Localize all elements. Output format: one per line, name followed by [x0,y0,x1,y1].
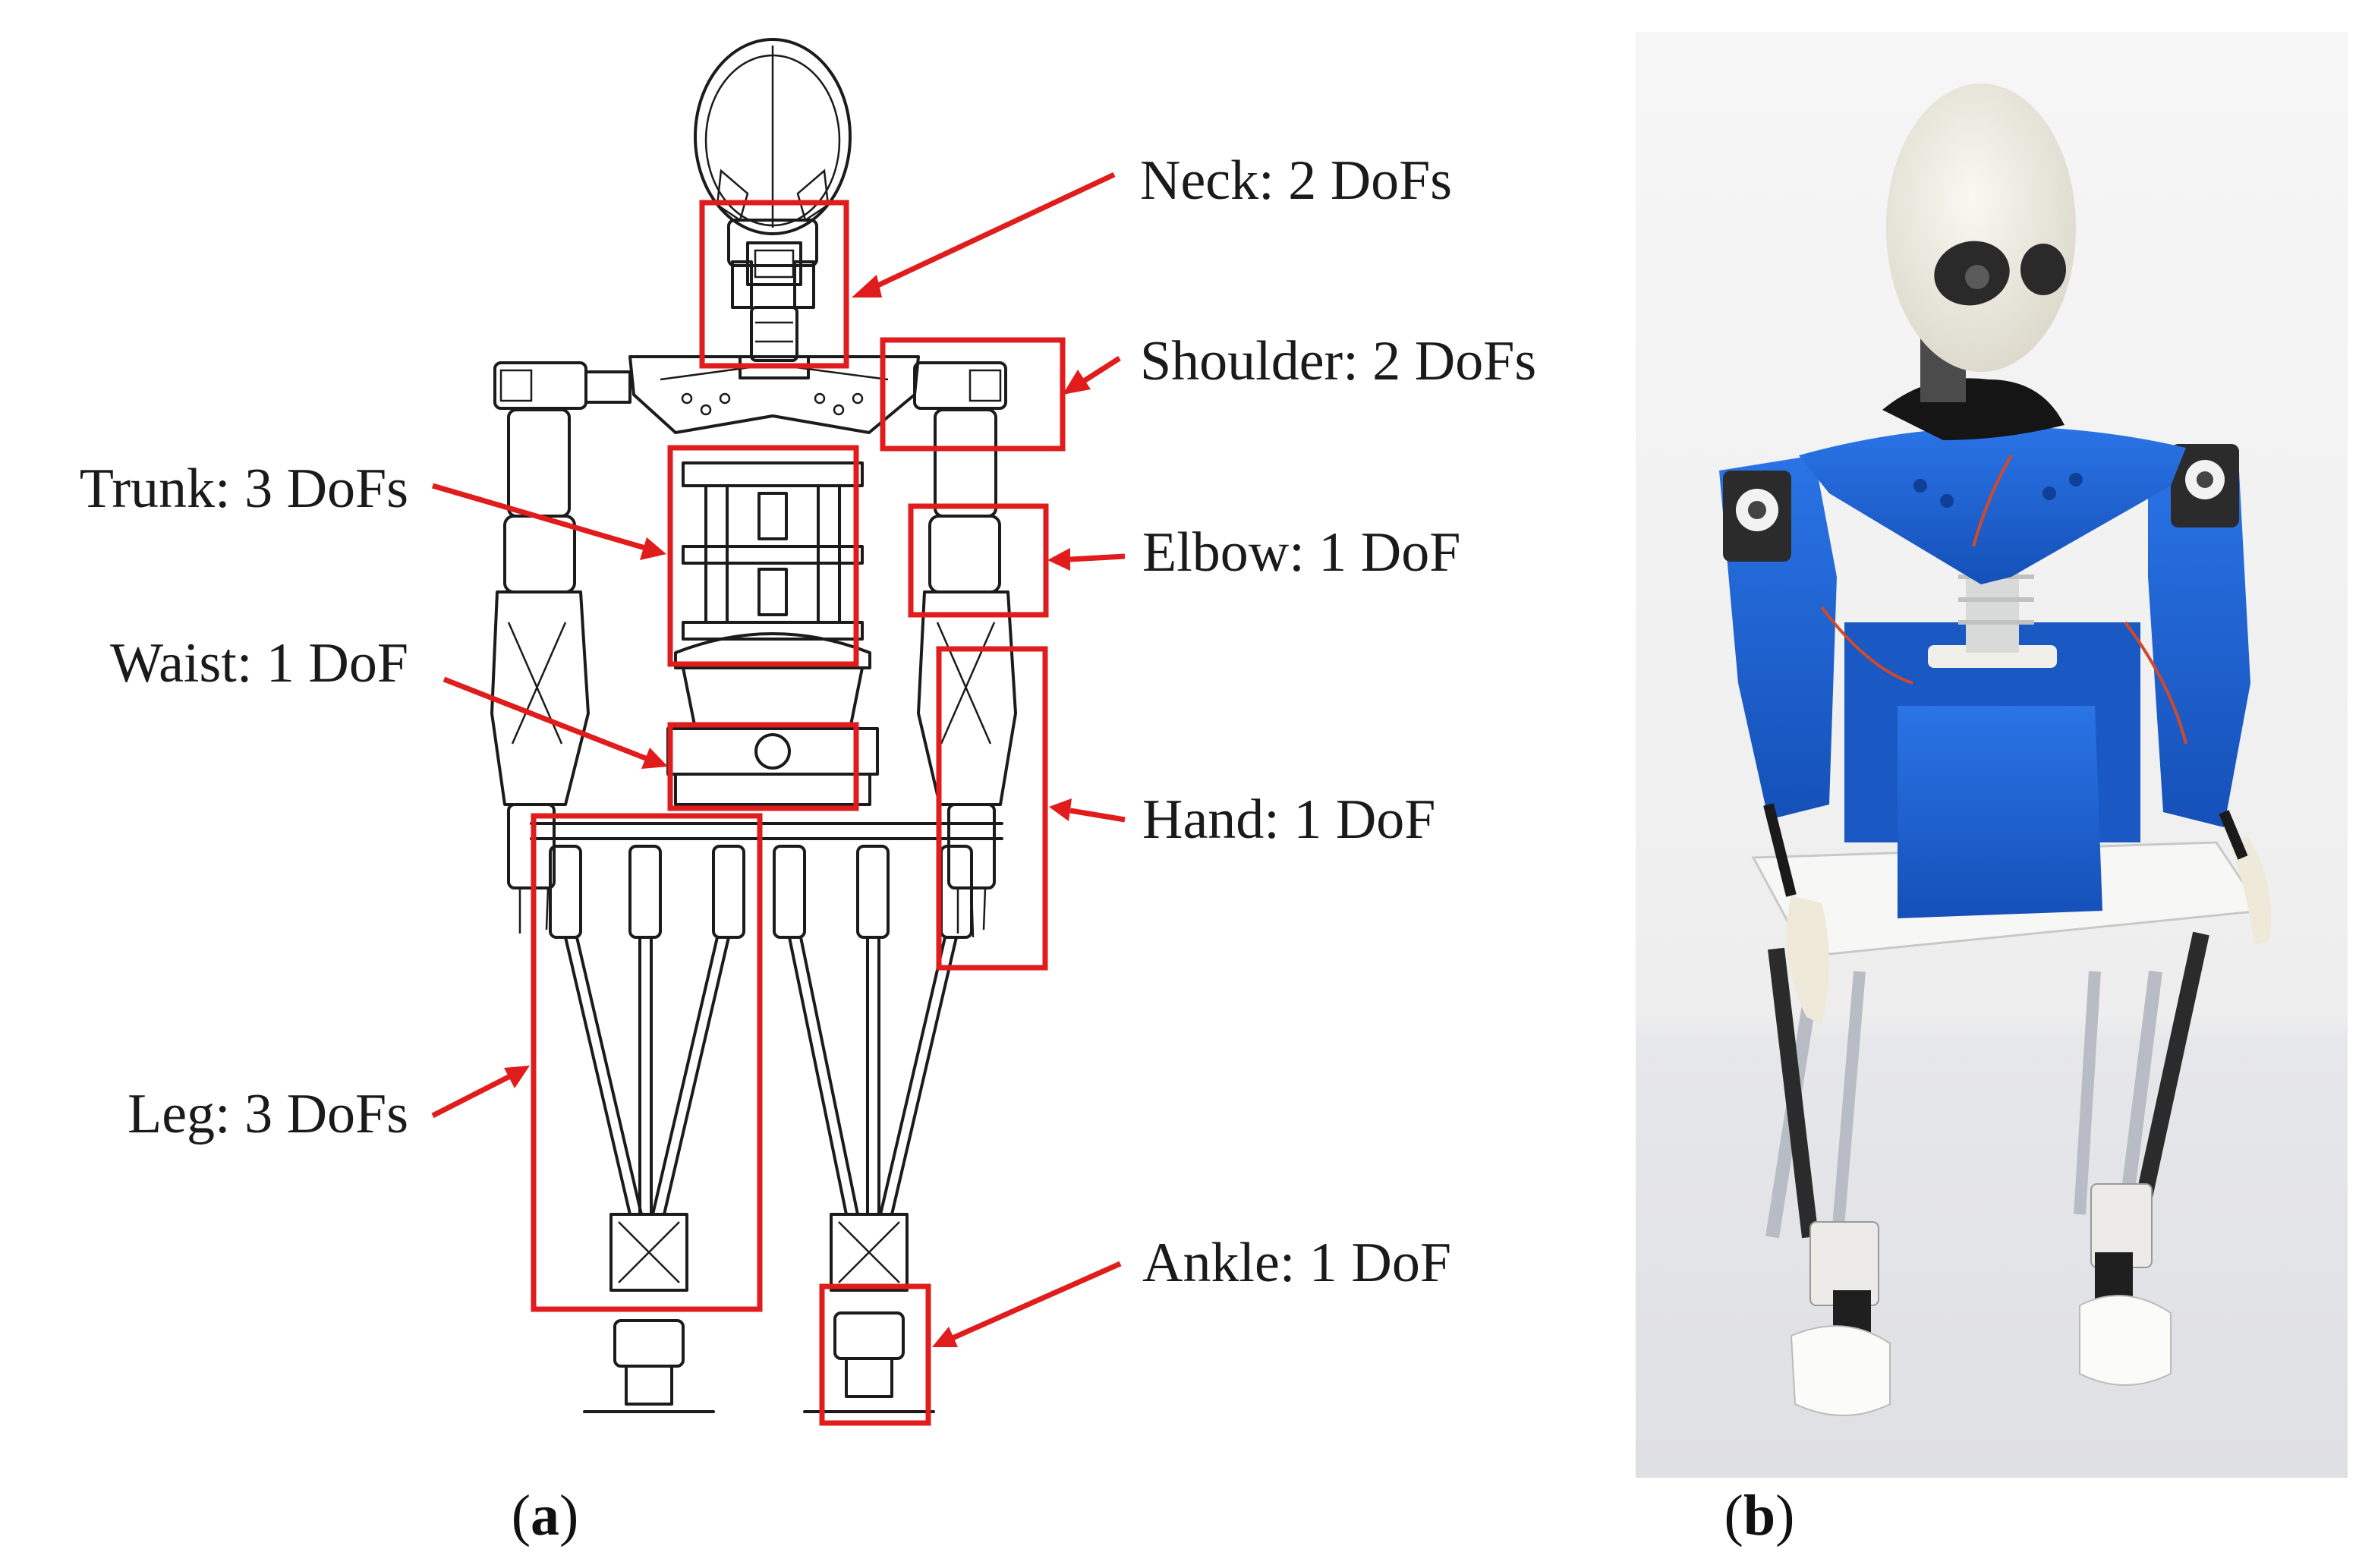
robot-left-leg-drawing [549,845,745,1413]
photo-robot-arms [1719,444,2271,1025]
ankle-arrow [932,1261,1122,1347]
trunk-highlight-box [667,445,859,667]
highlight-boxes [531,200,1066,1426]
waist-arrow [443,676,668,769]
shoulder-label: Shoulder: 2 DoFs [1140,330,1536,392]
photo-robot-head [1886,83,2076,402]
panel-b-photo: (b) [1636,32,2348,1548]
trunk-label: Trunk: 3 DoFs [80,458,408,520]
hand-arrow [1049,798,1126,823]
ankle-highlight-box [819,1283,931,1426]
photo-robot-torso [1799,378,2187,918]
caption-a: (a) [512,1484,579,1548]
leg-label: Leg: 3 DoFs [128,1083,408,1145]
hand-highlight-box [936,646,1048,971]
robot-waist-drawing [530,727,1003,840]
leg-highlight-box [531,813,763,1312]
elbow-highlight-box [908,503,1049,618]
neck-highlight-box [699,200,849,369]
robot-left-arm-drawing [490,361,631,937]
photo-robot-legs [1765,931,2209,1416]
callout-arrows [431,172,1126,1347]
caption-b: (b) [1724,1484,1795,1548]
waist-highlight-box [667,722,859,811]
elbow-arrow [1047,548,1126,571]
hand-label: Hand: 1 DoF [1142,789,1435,851]
robot-right-leg-drawing [773,845,973,1413]
panel-a-drawing: Neck: 2 DoFs Shoulder: 2 DoFs Trunk: 3 D… [80,38,1536,1548]
ankle-label: Ankle: 1 DoF [1142,1232,1451,1294]
neck-label: Neck: 2 DoFs [1140,150,1452,212]
trunk-arrow [432,483,666,560]
elbow-label: Elbow: 1 DoF [1142,521,1460,584]
shoulder-arrow [1063,356,1121,395]
robot-trunk-drawing [674,461,871,730]
shoulder-highlight-box [880,337,1066,452]
neck-arrow [852,172,1116,298]
callout-labels: Neck: 2 DoFs Shoulder: 2 DoFs Trunk: 3 D… [80,150,1536,1294]
leg-arrow [431,1066,530,1119]
robot-right-arm-drawing [913,361,1017,938]
waist-label: Waist: 1 DoF [110,632,408,694]
robot-neck-drawing [727,219,818,379]
